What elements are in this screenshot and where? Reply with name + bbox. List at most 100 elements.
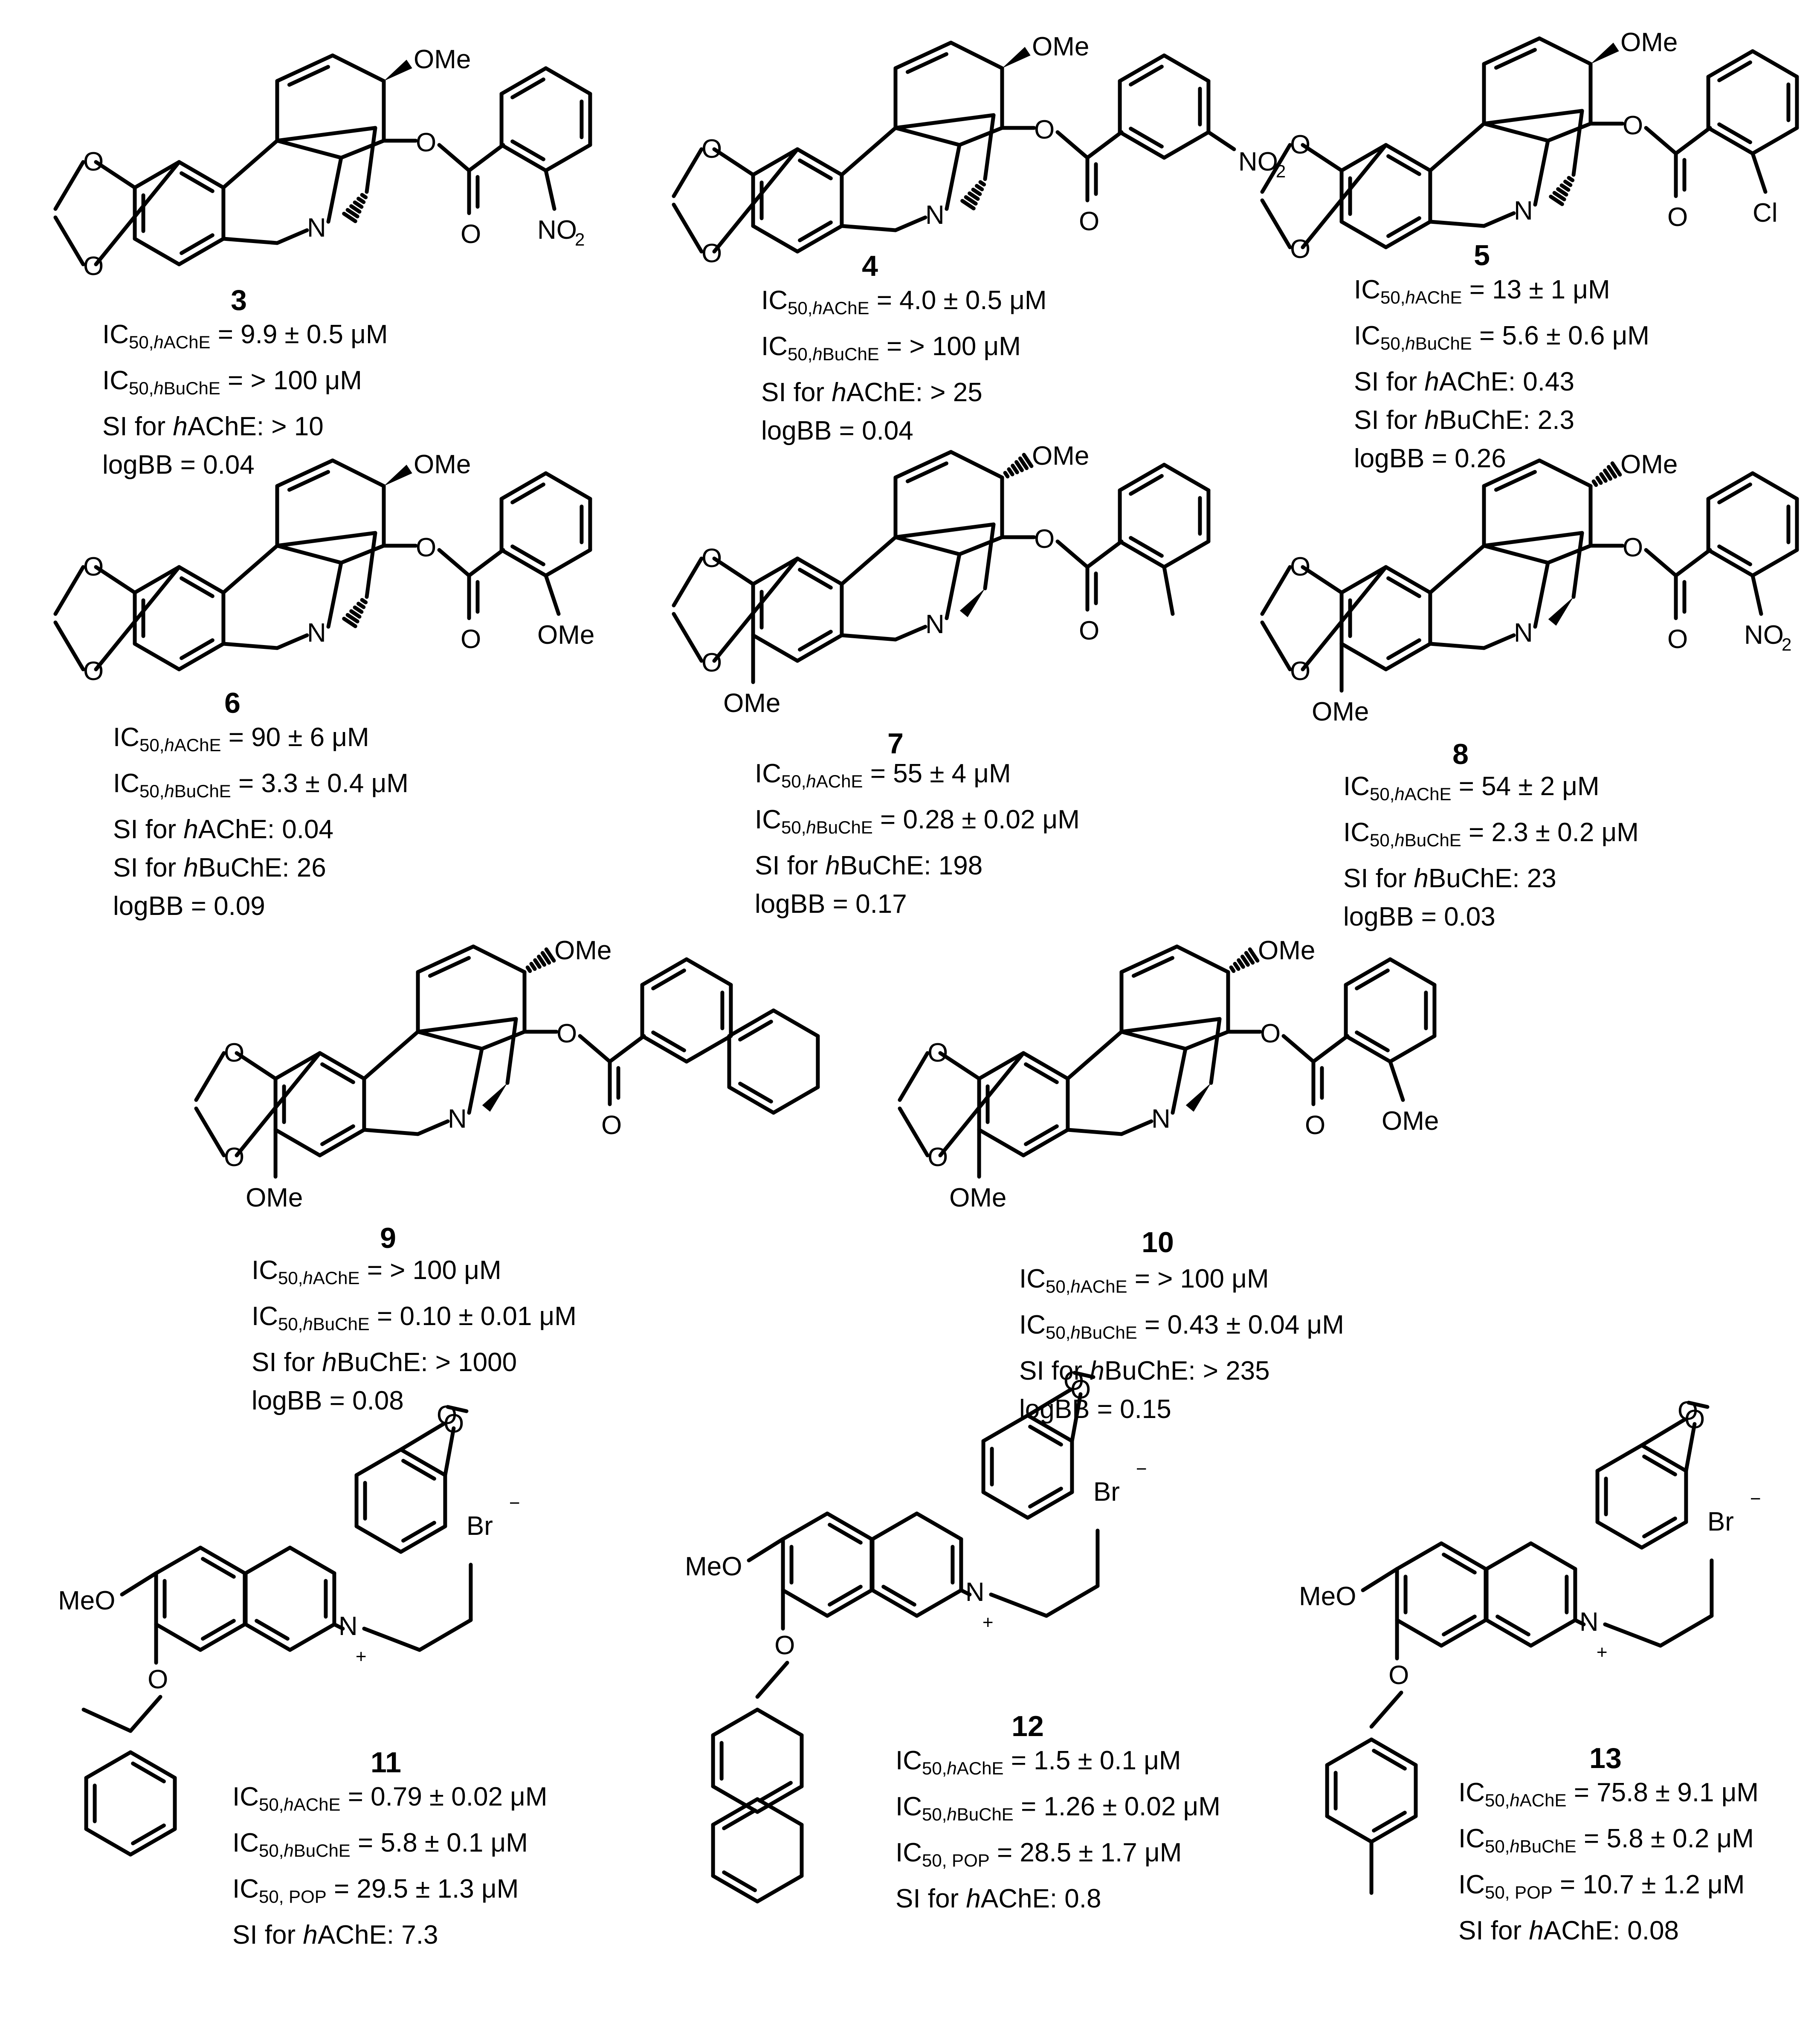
property-line: SI for hBuChE: 26 [113, 853, 326, 883]
atom-label: O [461, 625, 481, 654]
bond [362, 1030, 420, 1081]
property-line: SI for hAChE: 7.3 [232, 1920, 438, 1950]
bond [1384, 565, 1432, 595]
property-line: IC50,hAChE = 90 ± 6 μM [113, 723, 369, 755]
bond [1658, 1614, 1714, 1648]
bond [1339, 565, 1388, 595]
bond [437, 548, 471, 578]
bond [747, 1537, 785, 1563]
bond [81, 1707, 133, 1733]
bond [1482, 531, 1584, 548]
atom-label: O [1079, 207, 1099, 236]
bond [1339, 143, 1388, 173]
atom-label: + [356, 1646, 367, 1667]
bond [128, 1750, 177, 1780]
bond [1162, 539, 1211, 569]
atom-label: OMe [1620, 28, 1678, 57]
bond [94, 565, 181, 671]
bond [356, 197, 366, 204]
bond [751, 147, 800, 177]
bond [640, 957, 689, 987]
bond [977, 1051, 1026, 1081]
atom-label: N [307, 213, 326, 243]
atom-label: OMe [723, 689, 780, 718]
bond [893, 113, 996, 130]
bond [1369, 1690, 1403, 1729]
bond [798, 567, 833, 590]
bond [194, 1106, 226, 1158]
bond [1717, 544, 1752, 567]
atom-label: Br [467, 1511, 493, 1541]
atom-label: OMe [246, 1183, 303, 1213]
property-line: IC50,hBuChE = 3.3 ± 0.4 μM [113, 769, 409, 801]
bond [1372, 1811, 1407, 1833]
bond [1482, 458, 1542, 488]
bond [360, 598, 368, 605]
bond [1183, 1030, 1230, 1051]
atom-label: OMe [1258, 936, 1315, 965]
bond [1591, 479, 1598, 487]
compound-label-5: 5 [1474, 239, 1490, 272]
atom-label: O [1667, 625, 1688, 654]
bond [273, 1051, 322, 1081]
bond [131, 1761, 166, 1783]
bond [128, 1695, 162, 1733]
bond [1240, 955, 1250, 967]
bond [1237, 958, 1245, 969]
atom-label: O [1290, 657, 1310, 686]
bond [1055, 539, 1090, 569]
bond [1556, 187, 1568, 197]
wedge-bond [1548, 597, 1574, 626]
bond [1119, 1030, 1188, 1051]
bond [1162, 565, 1175, 616]
atom-label: O [416, 128, 436, 157]
bond [1388, 957, 1437, 987]
bond [1640, 1520, 1688, 1550]
bond [1750, 573, 1763, 616]
bond [1118, 463, 1166, 492]
bond [1494, 470, 1537, 492]
bond [287, 470, 330, 492]
bond [332, 1622, 345, 1631]
bond [1026, 1413, 1074, 1443]
bond [318, 1128, 366, 1158]
bond [1640, 1443, 1688, 1473]
bond [235, 1051, 322, 1158]
bond [1717, 482, 1752, 504]
bond [1014, 460, 1024, 472]
bond [1024, 1124, 1059, 1146]
wedge-bond [1591, 43, 1619, 64]
bond [353, 200, 364, 209]
bond [326, 156, 343, 224]
bond [893, 522, 996, 539]
bond [1244, 951, 1255, 965]
bond [177, 565, 226, 595]
property-line: IC50,hBuChE = > 100 μM [102, 366, 362, 398]
atom-label: O [701, 544, 722, 573]
bond [499, 548, 548, 578]
bond [544, 471, 592, 501]
bond [1674, 548, 1712, 578]
bond [360, 193, 368, 200]
bond [672, 612, 704, 663]
bond [471, 944, 527, 974]
bond [1011, 463, 1019, 475]
bond [1339, 220, 1388, 249]
atom-label: O [1684, 1405, 1705, 1434]
bond [235, 1051, 278, 1081]
atom-label: O [927, 1143, 948, 1172]
wedge-bond [1185, 1083, 1211, 1112]
bond [771, 1085, 820, 1115]
bond [180, 233, 214, 255]
bond [949, 450, 1004, 480]
bond [1494, 48, 1537, 70]
property-line: IC50,hAChE = 54 ± 2 μM [1343, 772, 1600, 804]
bond [1119, 1119, 1153, 1136]
bond [362, 1128, 420, 1136]
bond [1386, 216, 1421, 238]
bond [320, 1062, 355, 1084]
bond [795, 556, 844, 586]
wedge-bond [482, 1083, 507, 1112]
